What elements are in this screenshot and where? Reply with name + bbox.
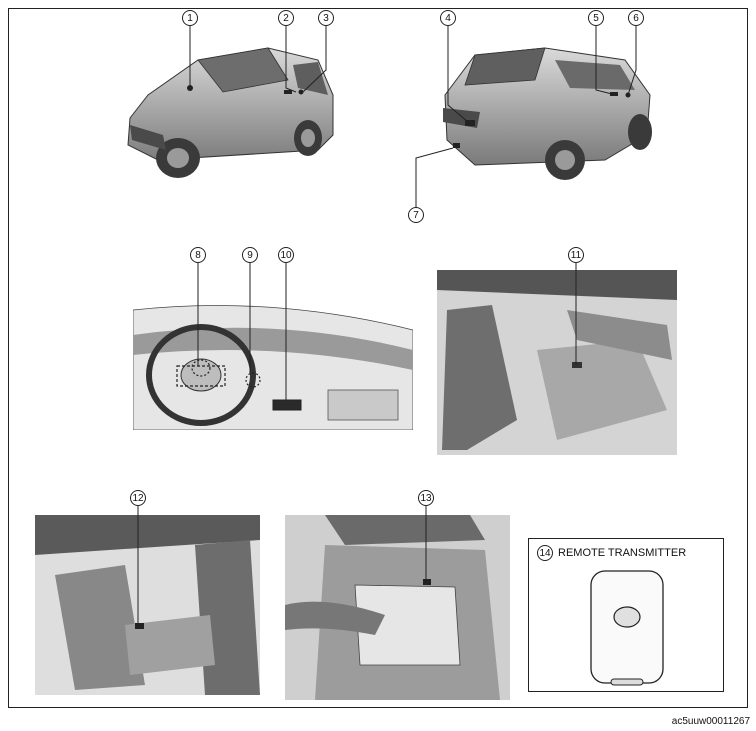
- console-marker-icon: [572, 362, 582, 368]
- callout-7: 7: [408, 207, 424, 223]
- callout-5: 5: [588, 10, 604, 26]
- hood-marker-icon: [187, 85, 193, 91]
- mirror-marker-icon: [284, 90, 292, 94]
- rear-door-marker-icon: [610, 92, 618, 96]
- remote-transmitter-box: 14 REMOTE TRANSMITTER: [528, 538, 724, 692]
- remote-title: 14 REMOTE TRANSMITTER: [537, 545, 686, 561]
- dashboard-view: [133, 290, 413, 430]
- cargo-marker-icon: [423, 579, 431, 585]
- car-rear-view: [435, 40, 660, 190]
- usb-slot-marker-icon: [272, 399, 302, 411]
- diagram-frame: [8, 8, 748, 708]
- callout-14: 14: [537, 545, 553, 561]
- remote-label: REMOTE TRANSMITTER: [558, 547, 687, 559]
- figure-code: ac5uuw00011267: [671, 716, 750, 727]
- callout-8: 8: [190, 247, 206, 263]
- callout-9: 9: [242, 247, 258, 263]
- callout-3: 3: [318, 10, 334, 26]
- callout-12: 12: [130, 490, 146, 506]
- callout-6: 6: [628, 10, 644, 26]
- door-marker-icon: [298, 89, 304, 95]
- rear-seat-marker-icon: [135, 623, 144, 629]
- callout-4: 4: [440, 10, 456, 26]
- bumper-marker-icon: [453, 143, 460, 148]
- callout-13: 13: [418, 490, 434, 506]
- rear-interior-view: [35, 515, 260, 695]
- callout-1: 1: [182, 10, 198, 26]
- callout-2: 2: [278, 10, 294, 26]
- front-interior-view: [437, 270, 677, 455]
- callout-10: 10: [278, 247, 294, 263]
- car-front-view: [118, 40, 348, 190]
- callout-11: 11: [568, 247, 584, 263]
- rear-mirror-marker-icon: [625, 92, 631, 98]
- liftgate-view: [285, 515, 510, 700]
- liftgate-marker-icon: [465, 120, 475, 126]
- key-fob-icon: [590, 570, 664, 686]
